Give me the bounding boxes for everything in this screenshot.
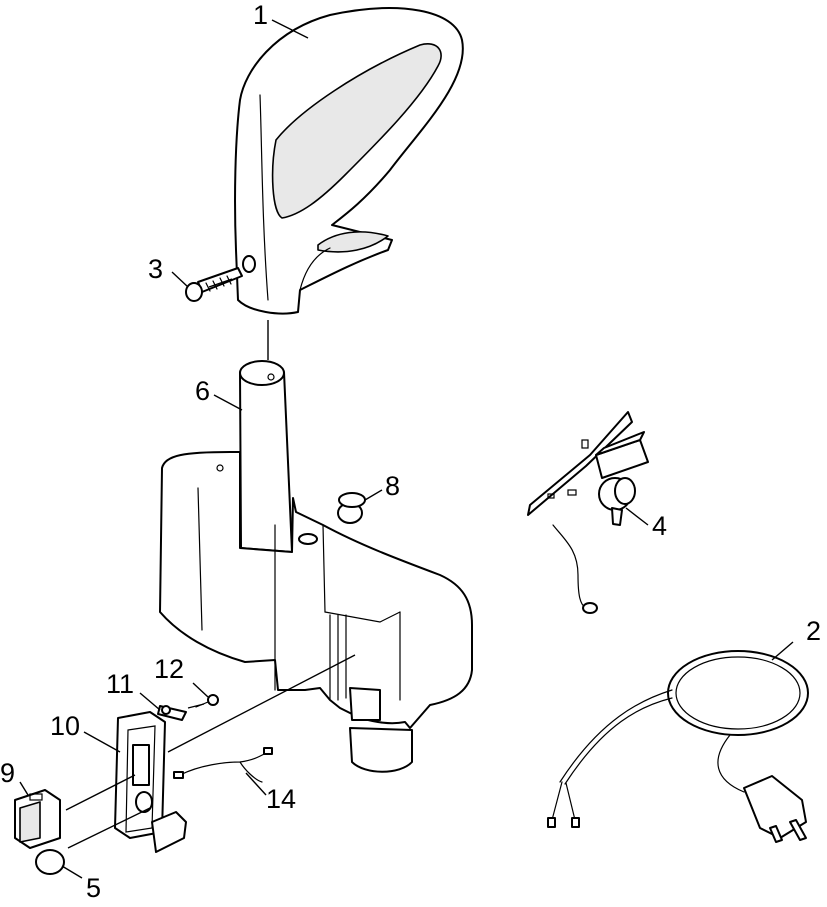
callout-8: 8: [385, 471, 400, 501]
callout-9: 9: [0, 758, 15, 788]
callout-5: 5: [86, 873, 101, 903]
rocker-switch: [14, 789, 61, 849]
callout-4: 4: [652, 511, 667, 541]
callout-11: 11: [106, 669, 134, 699]
switch-housing: [114, 711, 187, 853]
power-cord: [547, 650, 809, 843]
grommet: [337, 492, 366, 524]
callout-leaders: [19, 19, 794, 879]
callout-6: 6: [195, 376, 210, 406]
electronics-module: [527, 411, 649, 614]
main-housing: [159, 451, 473, 773]
tube: [239, 360, 293, 553]
callout-1: 1: [253, 0, 268, 30]
handle-grip: [234, 7, 464, 315]
wire-lead: [173, 747, 273, 783]
cable-clamp: [157, 705, 187, 721]
callout-12: 12: [154, 654, 184, 684]
callout-14: 14: [266, 784, 296, 814]
callout-3: 3: [148, 254, 163, 284]
assembly-lines: [65, 278, 356, 849]
screw: [185, 267, 243, 302]
callout-10: 10: [50, 711, 80, 741]
indicator-lens: [35, 849, 65, 875]
callout-2: 2: [806, 616, 821, 646]
